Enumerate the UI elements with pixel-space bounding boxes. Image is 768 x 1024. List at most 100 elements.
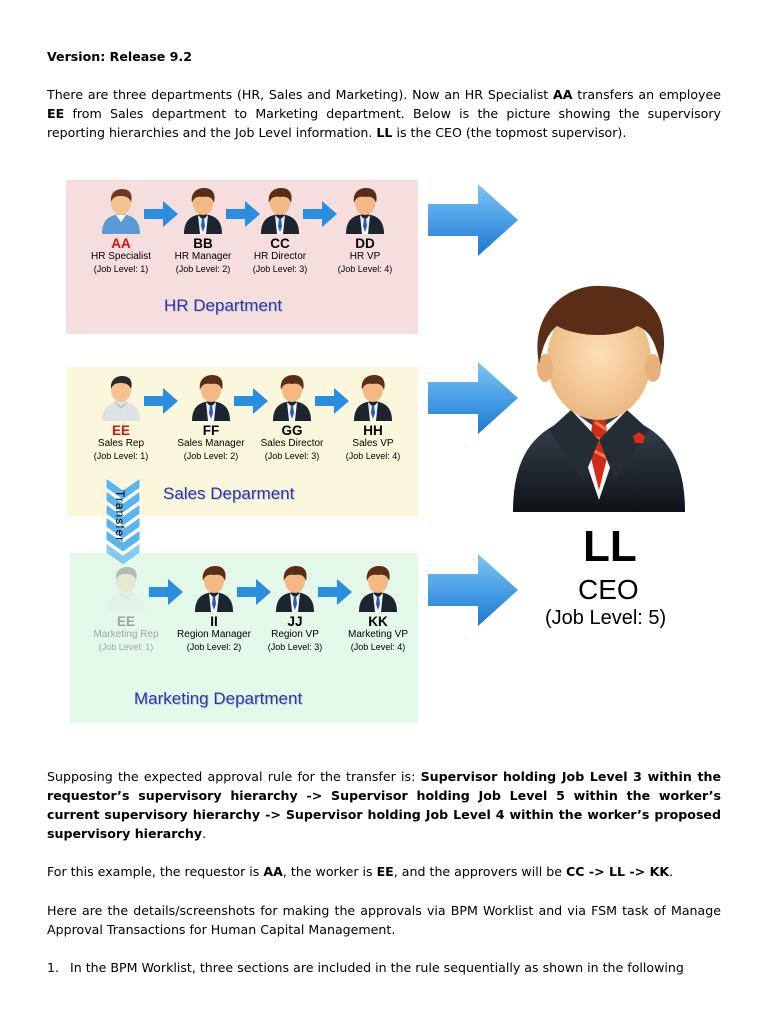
marketing-department-title: Marketing Department bbox=[134, 689, 303, 708]
person-role: Marketing Rep bbox=[93, 629, 159, 640]
person-name: DD bbox=[355, 236, 375, 251]
person-name: FF bbox=[202, 423, 220, 438]
person-job-level: (Job Level: 3) bbox=[264, 451, 320, 461]
step-1-text: In the BPM Worklist, three sections are … bbox=[70, 960, 684, 975]
ceo-job-level: (Job Level: 5) bbox=[545, 607, 667, 629]
person-role: Region Manager bbox=[177, 629, 251, 640]
person-icon bbox=[78, 188, 164, 234]
person-name: JJ bbox=[287, 614, 303, 629]
person-name: GG bbox=[281, 423, 303, 438]
person-name: BB bbox=[193, 236, 213, 251]
sales-department-title: Sales Deparment bbox=[163, 484, 295, 503]
reports-to-arrow-icon bbox=[237, 579, 271, 605]
person-name: HH bbox=[363, 423, 383, 438]
person-role: Sales VP bbox=[352, 438, 394, 449]
reports-to-arrow-icon bbox=[234, 388, 268, 414]
hr-to-ceo-arrow-icon bbox=[428, 184, 518, 256]
text-run: , and the approvers will be bbox=[393, 864, 566, 879]
person-job-level: (Job Level: 1) bbox=[98, 642, 154, 652]
text-run: is the CEO (the topmost supervisor). bbox=[392, 125, 627, 140]
text-run: EE bbox=[376, 864, 394, 879]
person-job-level: (Job Level: 1) bbox=[93, 264, 149, 274]
text-run: There are three departments (HR, Sales a… bbox=[47, 87, 553, 102]
person-job-level: (Job Level: 1) bbox=[93, 451, 149, 461]
ceo-person-icon bbox=[513, 285, 685, 512]
person-job-level: (Job Level: 2) bbox=[186, 642, 242, 652]
reports-to-arrow-icon bbox=[144, 388, 178, 414]
text-run: . bbox=[202, 826, 207, 841]
person-role: Marketing VP bbox=[347, 629, 409, 640]
person-icon bbox=[78, 375, 164, 421]
person-name: II bbox=[210, 614, 218, 629]
person-icon bbox=[335, 566, 421, 612]
step-1-number: 1. bbox=[47, 960, 60, 975]
person-role: HR VP bbox=[349, 251, 381, 262]
person-job-level: (Job Level: 2) bbox=[183, 451, 239, 461]
person-job-level: (Job Level: 4) bbox=[345, 451, 401, 461]
person-job-level: (Job Level: 4) bbox=[350, 642, 406, 652]
person-icon bbox=[168, 375, 254, 421]
text-run: CC -> LL -> KK bbox=[565, 864, 670, 879]
ceo-name: LL bbox=[583, 522, 637, 571]
text-run: transfers an employee bbox=[572, 87, 721, 102]
hr-department-title: HR Department bbox=[164, 296, 283, 315]
transfer-chevron-arrow bbox=[105, 477, 141, 566]
person-role: HR Manager bbox=[174, 251, 232, 262]
version-heading: Version: Release 9.2 bbox=[47, 49, 192, 64]
person-name: AA bbox=[111, 236, 131, 251]
text-run: Supposing the expected approval rule for… bbox=[47, 769, 421, 784]
reports-to-arrow-icon bbox=[144, 201, 178, 227]
person-icon bbox=[237, 188, 323, 234]
person-role: Sales Director bbox=[260, 438, 324, 449]
person-role: HR Specialist bbox=[90, 251, 152, 262]
text-run: , the worker is bbox=[282, 864, 377, 879]
step-1-paragraph: 1. In the BPM Worklist, three sections ar… bbox=[47, 958, 721, 977]
person-icon bbox=[171, 566, 257, 612]
details-paragraph: Here are the details/screenshots for mak… bbox=[47, 903, 721, 937]
person-icon bbox=[249, 375, 335, 421]
marketing-to-ceo-arrow-icon bbox=[428, 554, 518, 626]
person-role: Sales Manager bbox=[177, 438, 245, 449]
marketing-department-panel: Marketing Department bbox=[70, 553, 418, 723]
person-icon bbox=[160, 188, 246, 234]
person-name: KK bbox=[368, 614, 388, 629]
person-job-level: (Job Level: 2) bbox=[175, 264, 231, 274]
person-role: Sales Rep bbox=[97, 438, 145, 449]
person-job-level: (Job Level: 3) bbox=[252, 264, 308, 274]
text-run: . bbox=[669, 864, 674, 879]
text-run: Supervisor holding Job Level 3 within th… bbox=[47, 769, 721, 841]
text-run: AA bbox=[552, 87, 573, 102]
intro-paragraph: There are three departments (HR, Sales a… bbox=[47, 85, 721, 142]
person-icon bbox=[330, 375, 416, 421]
reports-to-arrow-icon bbox=[318, 579, 352, 605]
reports-to-arrow-icon bbox=[315, 388, 349, 414]
person-name: EE bbox=[116, 614, 135, 629]
reports-to-arrow-icon bbox=[149, 579, 183, 605]
example-paragraph: For this example, the requestor is AA, t… bbox=[47, 862, 721, 881]
person-icon bbox=[252, 566, 338, 612]
reports-to-arrow-icon bbox=[226, 201, 260, 227]
transfer-label: Transfer bbox=[113, 490, 127, 543]
person-job-level: (Job Level: 3) bbox=[267, 642, 323, 652]
text-run: AA bbox=[263, 864, 283, 879]
text-run: EE bbox=[47, 106, 65, 121]
reports-to-arrow-icon bbox=[303, 201, 337, 227]
ceo-title: CEO bbox=[578, 574, 639, 605]
approval-rule-paragraph: Supposing the expected approval rule for… bbox=[47, 767, 721, 843]
sales-to-ceo-arrow-icon bbox=[428, 362, 518, 434]
person-job-level: (Job Level: 4) bbox=[337, 264, 393, 274]
text-run: LL bbox=[376, 125, 393, 140]
person-role: HR Director bbox=[253, 251, 307, 262]
